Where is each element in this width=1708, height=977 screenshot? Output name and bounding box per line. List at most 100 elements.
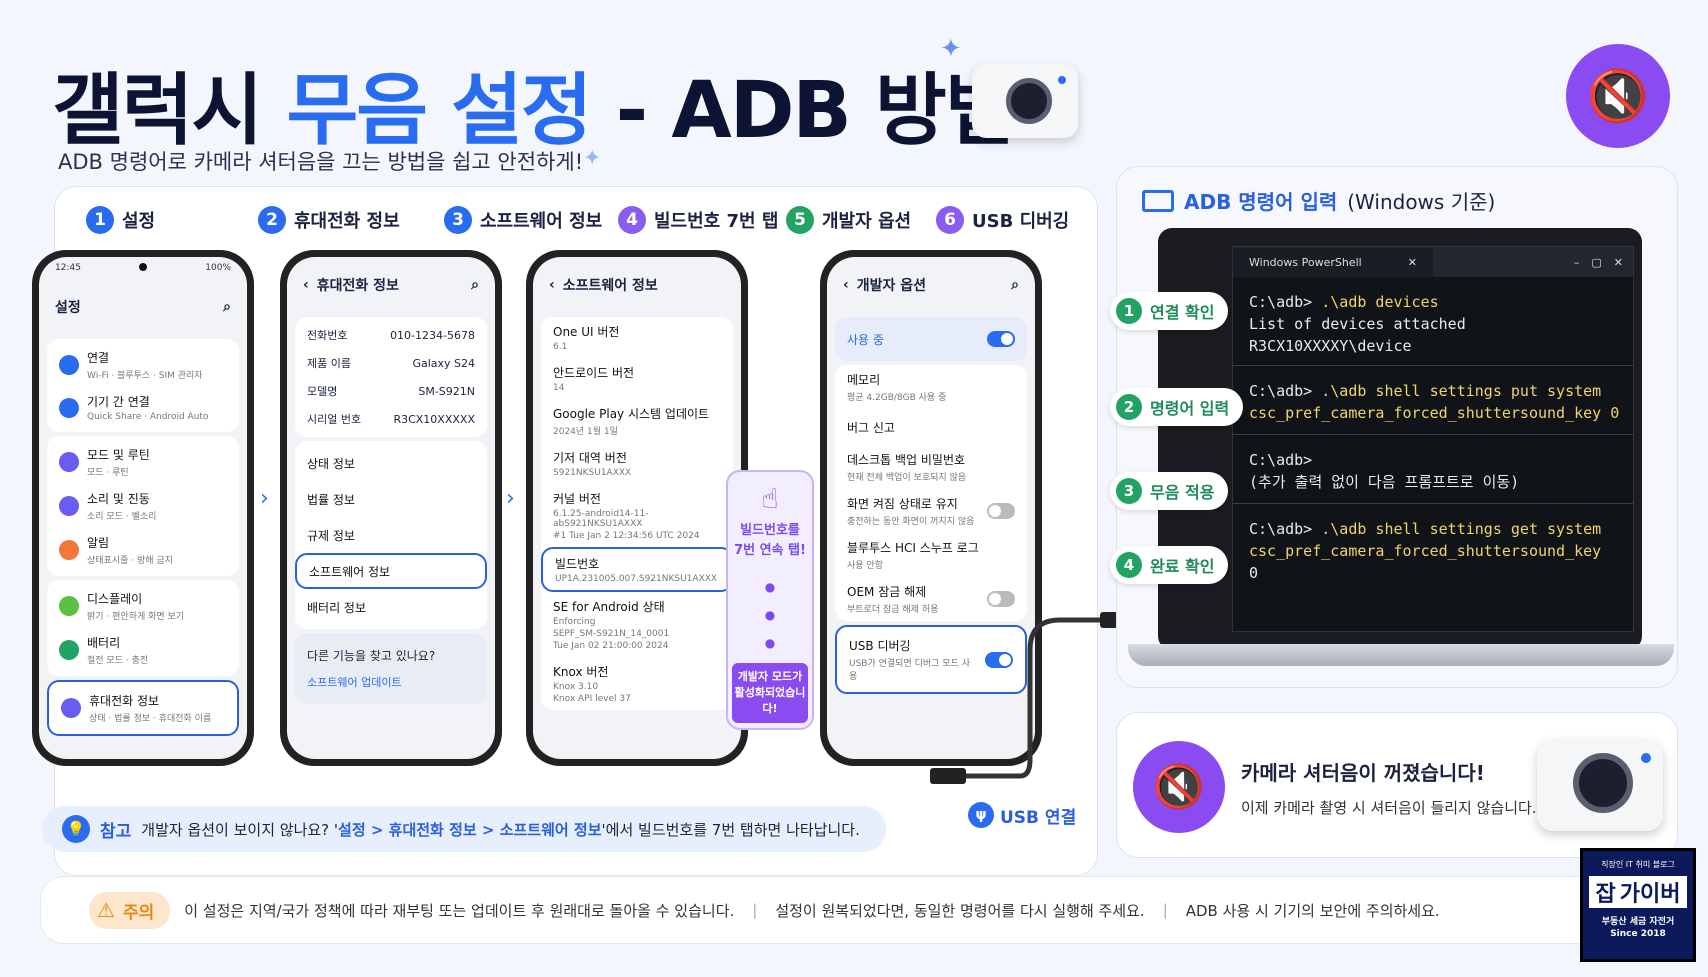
screen-title: 소프트웨어 정보 [562,278,658,294]
stay-awake-toggle[interactable] [987,503,1015,519]
arrow-right-icon: › [260,486,269,511]
search-icon[interactable]: ⌕ [1011,277,1019,293]
note-bar: 💡 참고 개발자 옵션이 보이지 않나요? '설정 > 휴대전화 정보 > 소프… [42,806,886,852]
mute-icon: 🔇 [1133,741,1225,833]
adb-panel-title: ADB 명령어 입력 (Windows 기준) [1142,186,1495,215]
terminal-line: C:\adb> .\adb devices [1249,293,1439,311]
terminal-line: csc_pref_camera_forced_shuttersound_key [1249,542,1602,560]
software-update-link[interactable]: 소프트웨어 업데이트 [307,676,402,689]
maximize-icon[interactable]: ▢ [1591,255,1602,269]
terminal-line: csc_pref_camera_forced_shuttersound_key … [1249,404,1620,422]
page-title: 갤럭시 무음 설정 - ADB 방법 [52,66,1017,156]
lightbulb-icon: 💡 [62,815,90,843]
usb-debugging-toggle[interactable] [985,651,1013,668]
terminal-line: C:\adb> .\adb shell settings get system [1249,520,1602,538]
arrow-right-icon: › [506,486,515,511]
back-icon[interactable]: ‹ [843,277,849,293]
warning-icon: ⚠ [97,898,115,922]
result-desc: 이제 카메라 촬영 시 셔터음이 들리지 않습니다. [1241,799,1537,817]
terminal-window: Windows PowerShell ✕ – ▢ ✕ C:\adb> .\adb … [1232,246,1634,632]
terminal-line: C:\adb> [1249,451,1313,469]
terminal-line: C:\adb> .\adb shell settings put system [1249,382,1602,400]
result-title: 카메라 셔터음이 꺼졌습니다! [1241,761,1485,785]
screen-title: 설정 [55,300,81,316]
screen-title: 휴대전화 정보 [316,278,399,294]
terminal-line: 0 [1249,564,1259,582]
back-icon[interactable]: ‹ [549,277,555,293]
promo-text: 다른 기능을 찾고 있나요? [307,649,436,663]
about-item-status[interactable]: 상태 정보 [307,456,355,471]
camera-punch [139,263,148,271]
camera-icon [972,64,1078,138]
dev-bug-report[interactable]: 버그 신고 [847,420,895,435]
terminal-line: (추가 출력 없이 다음 프롬프트로 이동) [1249,473,1520,491]
close-tab-icon[interactable]: ✕ [1407,255,1417,269]
camera-icon [1537,739,1663,831]
about-item-regulatory[interactable]: 규제 정보 [307,528,355,543]
tap-hand-icon: ☝ [761,482,779,515]
dev-in-use[interactable]: 사용 중 [835,321,1027,357]
mute-icon: 🔇 [1566,44,1670,148]
about-item-battery[interactable]: 배터리 정보 [307,600,367,615]
back-icon[interactable]: ‹ [303,277,309,293]
laptop-base [1128,644,1674,666]
terminal-tab-title: Windows PowerShell [1249,255,1362,269]
close-icon[interactable]: ✕ [1613,255,1623,269]
about-item-legal[interactable]: 법률 정보 [307,492,355,507]
dev-master-toggle[interactable] [987,331,1015,347]
sparkle-icon: ✦ [583,146,602,171]
screen-title: 개발자 옵션 [856,278,927,294]
caution-bar: ⚠주의 이 설정은 지역/국가 정책에 따라 재부팅 또는 업데이트 후 원래대… [40,876,1602,944]
result-panel: 🔇 카메라 셔터음이 꺼졌습니다! 이제 카메라 촬영 시 셔터음이 들리지 않… [1116,712,1678,858]
about-item-software[interactable]: 소프트웨어 정보 [295,553,487,589]
minimize-icon[interactable]: – [1573,255,1580,269]
search-icon[interactable]: ⌕ [223,299,231,315]
search-icon[interactable]: ⌕ [471,277,479,293]
oem-unlock-toggle[interactable] [987,591,1015,607]
